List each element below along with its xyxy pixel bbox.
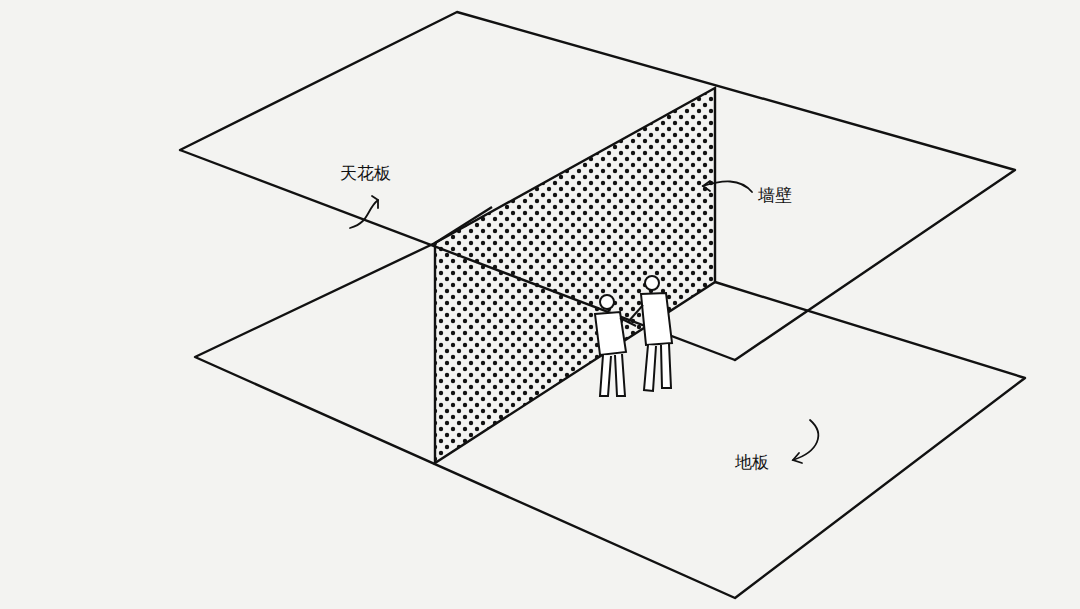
- two-people: [595, 276, 672, 396]
- ceiling-edge: [180, 150, 735, 360]
- part-label: 地板: [735, 452, 769, 472]
- leader-ceiling: [350, 200, 378, 228]
- leader-floor: [793, 420, 818, 460]
- wall-top-edge: [435, 207, 492, 243]
- leader-floor-head: [793, 453, 802, 463]
- floor-plane: [195, 243, 1025, 598]
- dotted-wall: [435, 88, 715, 463]
- leader-ceiling-head: [372, 196, 378, 208]
- leader-wall: [703, 181, 752, 192]
- part-label: 墙壁: [758, 185, 792, 205]
- leader-wall-head: [703, 181, 710, 191]
- part-label: 天花板: [340, 163, 391, 183]
